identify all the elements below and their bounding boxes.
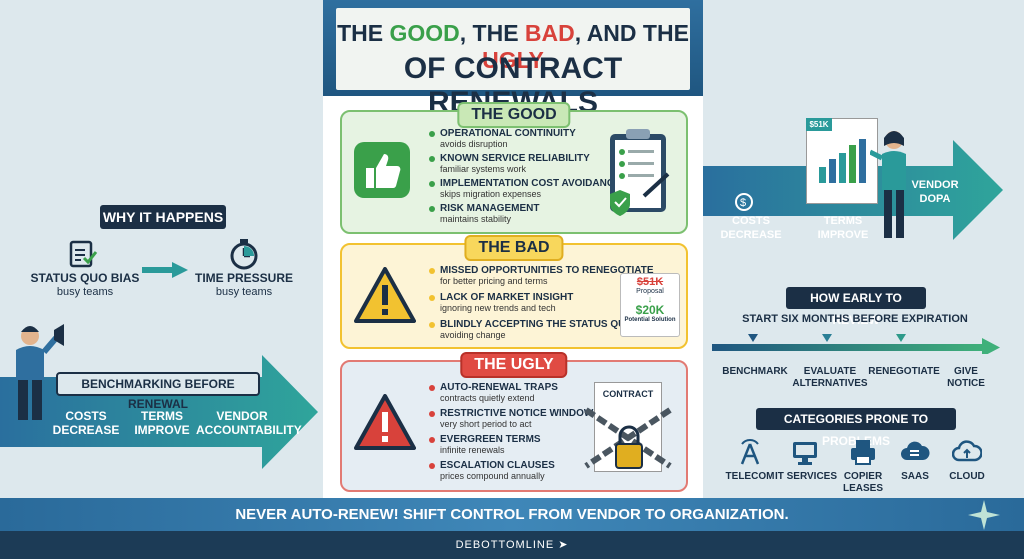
category-item: SAAS	[901, 471, 929, 482]
status-quo-sub: busy teams	[56, 286, 114, 298]
category-item: CLOUD	[949, 471, 985, 482]
title-bad: BAD	[524, 20, 575, 46]
category-item: IT SERVICES	[774, 471, 838, 482]
footer-logo-text: DEBOTTOMLINE	[455, 539, 555, 551]
review-step: RENEGOTIATE	[868, 366, 940, 377]
review-sub: START SIX MONTHS BEFORE EXPIRATION	[742, 313, 968, 325]
title-line-1: THE GOOD, THE BAD, AND THE UGLY	[337, 20, 689, 73]
telecom-tower-icon	[740, 439, 760, 465]
analyst-figure	[870, 131, 906, 238]
cloud-icon	[952, 440, 982, 462]
benchmarking-heading: BENCHMARKING BEFORE RENEWAL	[56, 372, 260, 411]
thumbs-up-icon	[354, 142, 410, 198]
ugly-heading: THE UGLY	[460, 352, 568, 378]
chain-lock-icon	[584, 407, 672, 469]
computer-monitor-icon	[793, 442, 817, 465]
right-arrow-icon	[142, 262, 188, 278]
bottom-banner: NEVER AUTO-RENEW! SHIFT CONTROL FROM VEN…	[0, 498, 1024, 531]
proposal-price-tag: $51K	[806, 118, 832, 131]
categories-heading: CATEGORIES PRONE TO PROBLEMS	[756, 408, 956, 448]
proposal-label: PROPOSAL	[813, 192, 871, 203]
review-step: BENCHMARK	[722, 366, 788, 377]
title-good: GOOD	[389, 20, 460, 46]
bottom-banner-text: NEVER AUTO-RENEW! SHIFT CONTROL FROM VEN…	[235, 506, 789, 523]
review-step: EVALUATE ALTERNATIVES	[792, 366, 868, 389]
proposal-document	[806, 118, 878, 204]
category-item: COPIER LEASES	[842, 471, 883, 494]
time-pressure-title: TIME PRESSURE	[194, 271, 293, 285]
danger-icon	[354, 394, 416, 450]
contract-label: CONTRACT	[602, 389, 654, 399]
price-comparison-card: $51K Proposal ↓ $20K Potential Solution	[620, 273, 680, 337]
svg-text:$: $	[740, 197, 746, 209]
warning-icon	[354, 267, 416, 323]
saas-cloud-icon	[901, 441, 930, 460]
review-step: GIVE NOTICE	[947, 366, 985, 389]
solution-label: Potential Solution	[624, 317, 676, 323]
bar-chart-icon	[819, 139, 866, 183]
bad-section: THE BAD MISSED OPPORTUNITIES TO RENEGOTI…	[340, 235, 688, 349]
down-arrow-icon: ↓	[647, 294, 653, 304]
sparkle-icon	[968, 500, 1000, 530]
checklist-icon	[69, 240, 98, 268]
money-icon: $	[735, 193, 753, 211]
right-vendor: VENDOR DOPA	[911, 179, 959, 205]
right-terms: TERMS IMPROVE	[817, 215, 869, 241]
good-heading: THE GOOD	[457, 102, 571, 128]
proposal-label: Proposal	[636, 288, 664, 295]
bench-terms: TERMS IMPROVE	[134, 409, 190, 437]
bench-vendor: VENDOR ACCOUNTABILITY	[196, 409, 302, 437]
new-price: $20K	[635, 303, 665, 317]
timeline-arrow	[712, 334, 1000, 354]
footer: DEBOTTOMLINE ➤	[0, 531, 1024, 559]
footer-logo: DEBOTTOMLINE ➤	[0, 531, 1024, 559]
stopwatch-icon	[230, 239, 258, 270]
logo-arrow-icon: ➤	[558, 539, 569, 551]
clipboard-checklist-icon	[610, 129, 670, 216]
status-quo-title: STATUS QUO BIAS	[30, 271, 140, 285]
review-heading: HOW EARLY TO REVIEW	[786, 287, 926, 327]
bench-costs: COSTS DECREASE	[52, 409, 120, 437]
bad-heading: THE BAD	[464, 235, 564, 261]
right-costs: COSTS DECREASE	[720, 215, 782, 241]
printer-icon	[851, 440, 875, 465]
why-heading: WHY IT HAPPENS	[100, 205, 226, 229]
title-ugly: UGLY	[482, 47, 544, 73]
category-item: TELECOM	[725, 471, 775, 482]
presenter-figure	[16, 324, 64, 420]
old-price: $51K	[636, 276, 664, 288]
title-box: THE GOOD, THE BAD, AND THE UGLY OF CONTR…	[336, 8, 690, 119]
time-pressure-sub: busy teams	[215, 286, 273, 298]
